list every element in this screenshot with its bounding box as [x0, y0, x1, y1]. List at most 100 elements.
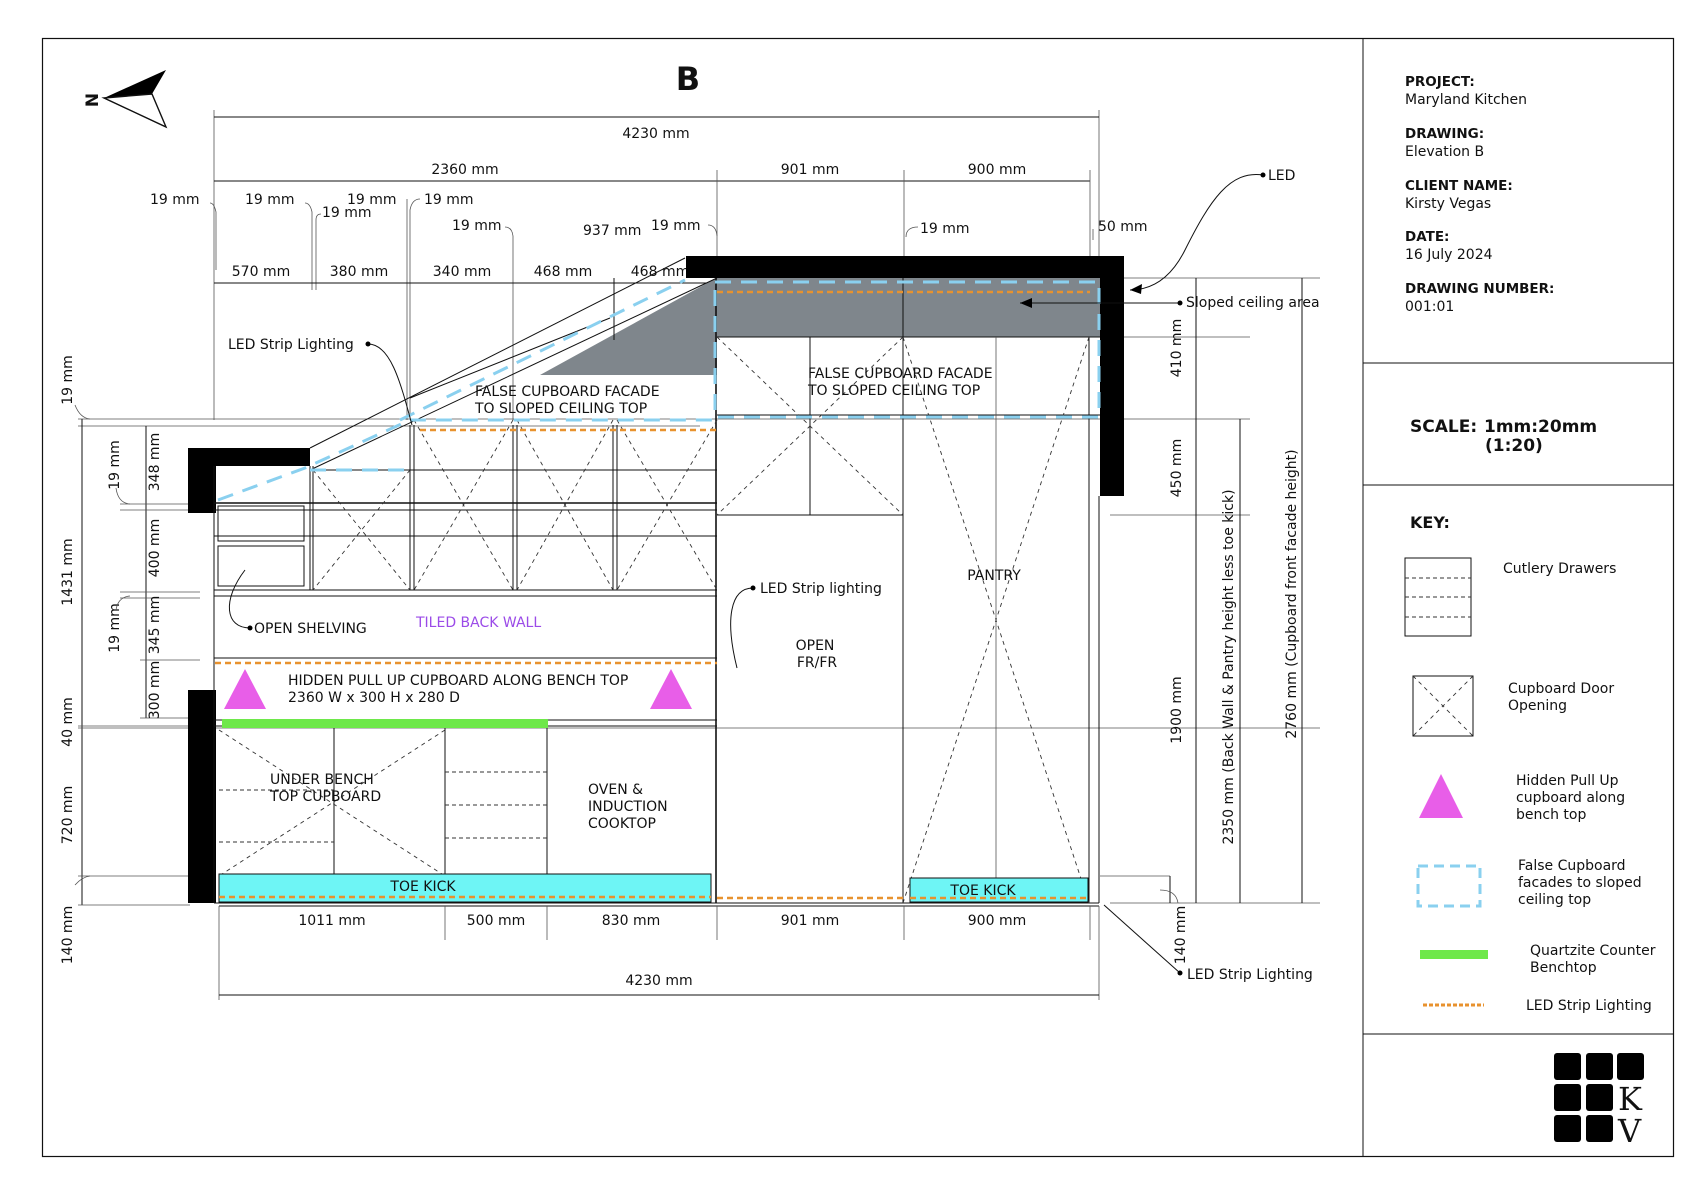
cutlery-drawers-symbol [1404, 557, 1472, 637]
dim-top-19d: 19 mm [347, 192, 397, 208]
top-dimensions: 4230 mm 2360 mm 901 mm 900 mm 19 mm 19 m… [150, 110, 1148, 420]
dim-top-468a: 468 mm [534, 264, 592, 280]
elevation-structure [188, 256, 1124, 904]
dim-left-140: 140 mm [60, 906, 76, 964]
label-led-strip-mid: LED Strip lighting [760, 581, 882, 597]
dim-top-900: 900 mm [968, 162, 1026, 178]
dim-top-19a: 19 mm [150, 192, 200, 208]
label-facade-right-1: FALSE CUPBOARD FACADE [808, 366, 993, 382]
key-cutlery-drawers: Cutlery Drawers [1503, 561, 1616, 577]
key-facade-3: ceiling top [1518, 892, 1591, 908]
ceiling-beam [686, 256, 1124, 278]
dim-left-345: 345 mm [147, 596, 163, 654]
key-pullup-2: cupboard along [1516, 790, 1625, 806]
label-facade-left-1: FALSE CUPBOARD FACADE [475, 384, 660, 400]
key-pullup-3: bench top [1516, 807, 1586, 823]
title-block: PROJECT: Maryland Kitchen DRAWING: Eleva… [1405, 74, 1597, 456]
label-under-bench-2: TOP CUPBOARD [269, 789, 381, 805]
date-value: 16 July 2024 [1405, 247, 1493, 263]
dim-left-1431: 1431 mm [60, 538, 76, 605]
quartzite-benchtop [222, 719, 548, 728]
dim-right-2350: 2350 mm (Back Wall & Pantry height less … [1221, 489, 1237, 844]
left-soffit [188, 448, 310, 466]
dim-top-19e: 19 mm [424, 192, 474, 208]
project-label: PROJECT: [1405, 74, 1475, 90]
label-pantry: PANTRY [967, 568, 1021, 584]
dim-left-40: 40 mm [60, 697, 76, 747]
dim-right-140: 140 mm [1173, 906, 1189, 964]
dim-left-720: 720 mm [60, 786, 76, 844]
label-led-strip-bottom: LED Strip Lighting [1187, 967, 1313, 983]
dim-right-450: 450 mm [1169, 439, 1185, 497]
label-open-shelving: OPEN SHELVING [254, 621, 367, 637]
key-pullup-1: Hidden Pull Up [1516, 773, 1619, 789]
drawing-labels: LED Sloped ceiling area LED Strip Lighti… [228, 168, 1320, 983]
bottom-dimensions: 1011 mm 500 mm 830 mm 901 mm 900 mm 4230… [218, 905, 1100, 1000]
dim-top-2360: 2360 mm [431, 162, 498, 178]
dim-left-300: 300 mm [147, 661, 163, 719]
facade-symbol [1416, 864, 1482, 908]
dim-bottom-901: 901 mm [781, 913, 839, 929]
dim-right-1900: 1900 mm [1169, 676, 1185, 743]
dim-top-901: 901 mm [781, 162, 839, 178]
label-oven-1: OVEN & [588, 782, 643, 798]
dim-top-468b: 468 mm [631, 264, 689, 280]
label-oven-3: COOKTOP [588, 816, 656, 832]
label-pullup-1: HIDDEN PULL UP CUPBOARD ALONG BENCH TOP [288, 673, 628, 689]
quartzite-symbol [1420, 950, 1488, 959]
key-cupboard-door-2: Opening [1508, 698, 1567, 714]
dim-left-19a: 19 mm [107, 440, 123, 490]
dim-bottom-500: 500 mm [467, 913, 525, 929]
north-label: N [83, 93, 103, 107]
dim-bottom-overall: 4230 mm [625, 973, 692, 989]
date-label: DATE: [1405, 229, 1449, 245]
key-heading: KEY: [1410, 513, 1450, 532]
label-toe-kick-left: TOE KICK [389, 879, 456, 895]
label-led-top: LED [1268, 168, 1295, 184]
label-under-bench-1: UNDER BENCH [270, 772, 374, 788]
logo-v: V [1617, 1112, 1642, 1150]
scale-ratio: (1:20) [1485, 436, 1543, 456]
logo-k: K [1618, 1080, 1643, 1118]
key-led-strip: LED Strip Lighting [1526, 998, 1652, 1014]
key-quartzite-2: Benchtop [1530, 960, 1597, 976]
pullup-triangle-right [650, 669, 692, 709]
label-facade-left-2: TO SLOPED CEILING TOP [474, 401, 647, 417]
key-facade-1: False Cupboard [1518, 858, 1626, 874]
label-led-strip-left: LED Strip Lighting [228, 337, 354, 353]
pullup-triangle-left [224, 669, 266, 709]
dim-right-2760: 2760 mm (Cupboard front facade height) [1284, 449, 1300, 738]
dim-top-19f: 19 mm [452, 218, 502, 234]
dim-top-380: 380 mm [330, 264, 388, 280]
kv-logo: K V [1554, 1053, 1644, 1150]
left-wall-lower [188, 690, 216, 903]
drawing-value: Elevation B [1405, 144, 1484, 160]
key-quartzite-1: Quartzite Counter [1530, 943, 1656, 959]
right-wall-upper [1100, 256, 1124, 496]
label-open-2: FR/FR [797, 655, 838, 671]
pullup-triangle-symbol [1419, 774, 1463, 818]
dim-top-19g: 19 mm [651, 218, 701, 234]
dim-top-overall: 4230 mm [622, 126, 689, 142]
label-pullup-2: 2360 W x 300 H x 280 D [288, 690, 460, 706]
dim-top-937: 937 mm [583, 223, 641, 239]
right-dimensions: 410 mm 450 mm 1900 mm 2350 mm (Back Wall… [1100, 277, 1320, 964]
number-value: 001:01 [1405, 299, 1454, 315]
dim-bottom-830: 830 mm [602, 913, 660, 929]
number-label: DRAWING NUMBER: [1405, 281, 1554, 297]
cupboard-door-symbol [1412, 675, 1474, 737]
scale-value: 1mm:20mm [1484, 417, 1597, 437]
toe-kick-right [909, 877, 1089, 903]
dim-top-570: 570 mm [232, 264, 290, 280]
dim-left-19top: 19 mm [60, 355, 76, 405]
sloped-ceiling-area [540, 276, 1100, 375]
north-arrow-icon: N [83, 70, 168, 129]
label-sloped-ceiling: Sloped ceiling area [1186, 295, 1320, 311]
client-value: Kirsty Vegas [1405, 196, 1491, 212]
project-value: Maryland Kitchen [1405, 92, 1527, 108]
left-wall-upper [188, 448, 216, 513]
dim-left-348: 348 mm [147, 433, 163, 491]
drawing-label: DRAWING: [1405, 126, 1484, 142]
dim-top-340: 340 mm [433, 264, 491, 280]
